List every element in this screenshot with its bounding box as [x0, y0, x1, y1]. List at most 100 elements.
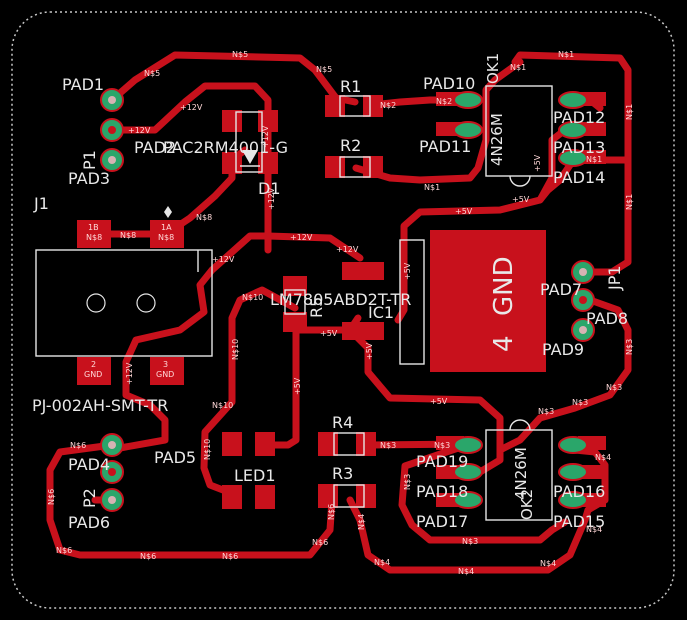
net-label: N$3 — [606, 383, 622, 392]
label-ic1: IC1 — [368, 303, 394, 322]
net-label: +5V — [430, 397, 448, 406]
net-label: N$6 — [56, 546, 72, 555]
net-label: N$6 — [312, 538, 328, 547]
net-label: +12V — [128, 126, 151, 135]
label-ok2: OK2 — [518, 489, 536, 520]
net-label: +5V — [365, 342, 374, 360]
net-label: +5V — [403, 262, 412, 280]
label-pad2: PAD2 — [134, 138, 176, 157]
label-jp1: JP1 — [605, 265, 624, 291]
net-label: N$6 — [327, 504, 336, 520]
pad-label: 1B — [88, 223, 99, 232]
net-label: N$8 — [196, 213, 212, 222]
net-label: N$2 — [436, 97, 452, 106]
net-label: N$5 — [232, 50, 248, 59]
net-label: N$3 — [625, 339, 634, 355]
net-label: N$10 — [242, 293, 263, 302]
label-pad3: PAD3 — [68, 169, 110, 188]
net-label: N$3 — [403, 474, 412, 490]
tht-pads — [100, 88, 595, 512]
label-gnd-big: GND — [489, 256, 519, 316]
label-j1: J1 — [33, 194, 49, 213]
net-label: N$4 — [357, 514, 366, 530]
net-label: N$10 — [203, 439, 212, 460]
label-pad1: PAD1 — [62, 75, 104, 94]
label-opto1: 4N26M — [488, 113, 506, 166]
label-d1-part: PAC2RM4001-G — [163, 138, 288, 157]
net-label: GND — [156, 370, 174, 379]
label-pad8: PAD8 — [586, 309, 628, 328]
net-label: N$1 — [625, 194, 634, 210]
label-pad18: PAD18 — [416, 482, 468, 501]
label-p2: P2 — [80, 488, 99, 508]
net-label: N$1 — [586, 155, 602, 164]
net-label: N$3 — [538, 407, 554, 416]
label-pad15: PAD15 — [553, 512, 605, 531]
net-label: N$8 — [86, 233, 102, 242]
label-r5: R5 — [307, 297, 326, 318]
net-label: +5V — [512, 195, 530, 204]
label-pad4: PAD4 — [68, 455, 110, 474]
net-label: +5V — [533, 154, 542, 172]
net-label: N$6 — [47, 489, 56, 505]
label-r4: R4 — [332, 413, 353, 432]
label-led1: LED1 — [234, 466, 276, 485]
net-label: +12V — [336, 245, 359, 254]
net-label: N$4 — [595, 453, 611, 462]
net-label: N$5 — [144, 69, 160, 78]
net-label: +12V — [261, 125, 270, 148]
label-pad10: PAD10 — [423, 74, 475, 93]
net-label: +5V — [455, 207, 473, 216]
net-label: N$6 — [70, 441, 86, 450]
net-label: +12V — [180, 103, 203, 112]
net-label: N$8 — [158, 233, 174, 242]
net-label: GND — [84, 370, 102, 379]
net-label: N$10 — [212, 401, 233, 410]
net-label: N$10 — [231, 339, 240, 360]
board-outline — [11, 11, 675, 609]
net-label: N$4 — [540, 559, 556, 568]
label-pad7: PAD7 — [540, 280, 582, 299]
net-label: +5V — [293, 377, 302, 395]
label-r1: R1 — [340, 77, 361, 96]
net-label: N$6 — [222, 552, 238, 561]
net-label: N$4 — [458, 567, 474, 576]
label-pad11: PAD11 — [419, 137, 471, 156]
label-d1: D1 — [258, 179, 281, 198]
silkscreen — [35, 85, 553, 521]
net-labels: N$5 N$5 N$5 N$2 N$2 N$1 N$1 N$1 N$1 N$1 … — [47, 50, 634, 576]
label-ic1-part: LM7805ABD2T-TR — [270, 290, 411, 309]
component-labels: PAD1 PAD2 PAD3 P1 PAC2RM4001-G D1 J1 PJ-… — [32, 53, 628, 532]
net-label: +5V — [320, 329, 338, 338]
net-label: N$4 — [374, 558, 390, 567]
label-pin4: 4 — [489, 335, 519, 352]
label-ok1: OK1 — [484, 53, 502, 84]
net-label: N$1 — [558, 50, 574, 59]
label-pad12: PAD12 — [553, 108, 605, 127]
net-label: N$2 — [380, 101, 396, 110]
label-pad16: PAD16 — [553, 482, 605, 501]
label-pad9: PAD9 — [542, 340, 584, 359]
label-pad5: PAD5 — [154, 448, 196, 467]
pad-label: 1A — [161, 223, 172, 232]
label-pad14: PAD14 — [553, 168, 605, 187]
label-pad6: PAD6 — [68, 513, 110, 532]
net-label: N$1 — [625, 104, 634, 120]
label-pad17: PAD17 — [416, 512, 468, 531]
label-pad13: PAD13 — [553, 138, 605, 157]
net-label: N$6 — [140, 552, 156, 561]
net-label: +12V — [267, 187, 276, 210]
net-label: N$1 — [424, 183, 440, 192]
net-label: N$3 — [462, 537, 478, 546]
label-r3: R3 — [332, 464, 353, 483]
label-j1-part: PJ-002AH-SMT-TR — [32, 396, 168, 415]
net-label: N$3 — [380, 441, 396, 450]
net-label: N$8 — [120, 231, 136, 240]
net-label: +12V — [290, 233, 313, 242]
label-r2: R2 — [340, 136, 361, 155]
net-label: +12V — [212, 255, 235, 264]
net-label: N$3 — [434, 441, 450, 450]
net-label: N$4 — [586, 525, 602, 534]
pad-label: 2 — [91, 360, 96, 369]
